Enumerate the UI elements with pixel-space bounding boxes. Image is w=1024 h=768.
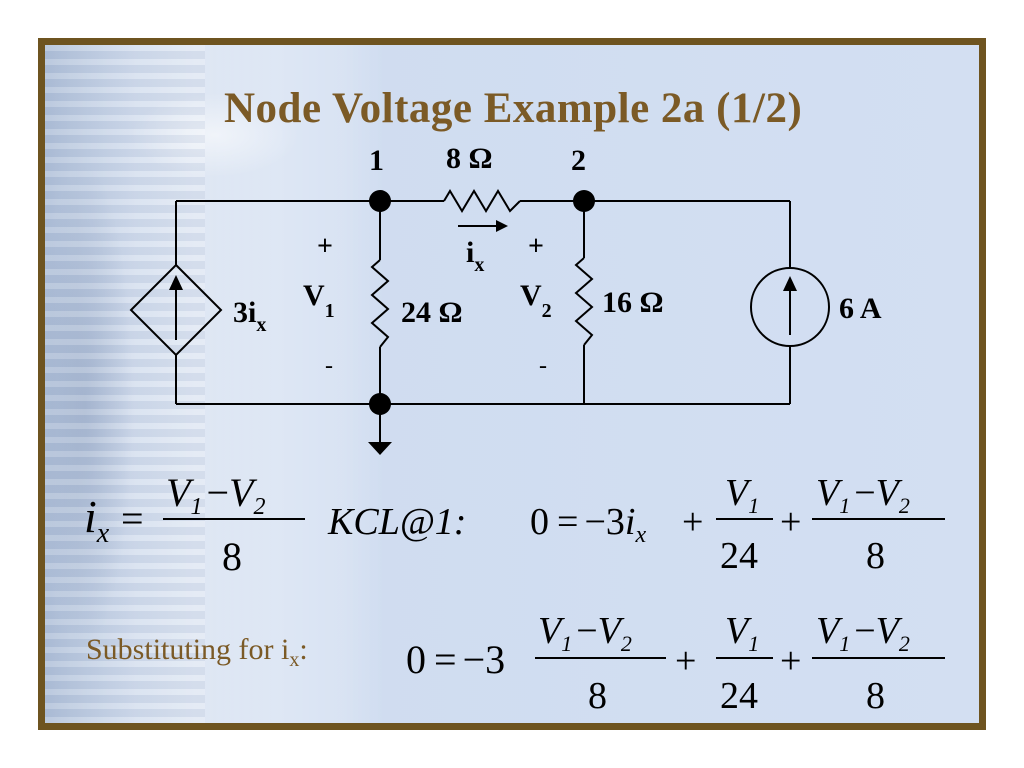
- v1-minus: -: [325, 353, 333, 379]
- v2-minus: -: [539, 353, 547, 379]
- background-column-image: [45, 45, 385, 723]
- node-2-dot: [573, 190, 595, 212]
- background-column-fluting: [45, 45, 205, 723]
- resistor-24ohm: [370, 259, 390, 348]
- kcl-plus-2: +: [780, 501, 801, 543]
- resistor-8ohm: [443, 189, 521, 213]
- resistor-24ohm-label: 24 Ω: [401, 296, 463, 329]
- kcl-zero: 0=−3ix: [530, 501, 646, 548]
- v2-plus: +: [528, 231, 544, 262]
- subst-frac2-num: V1: [725, 610, 759, 656]
- resistor-8ohm-label: 8 Ω: [446, 142, 493, 175]
- subst-frac2-den: 24: [720, 675, 758, 717]
- subst-plus-2: +: [780, 640, 801, 682]
- independent-current-source: [750, 267, 830, 347]
- kcl-plus-1: +: [682, 501, 703, 543]
- resistor-16ohm: [574, 257, 594, 346]
- subst-frac3-den: 8: [866, 675, 885, 717]
- kcl-frac2-num: V1: [725, 472, 759, 518]
- subst-plus-1: +: [675, 640, 696, 682]
- dependent-current-source: [129, 263, 223, 357]
- ix-lhs: ix: [84, 491, 110, 549]
- equation-substituting: Substituting for ix: 0=−3 V1−V2 8 + V1 2…: [86, 610, 945, 717]
- ix-denominator: 8: [222, 534, 242, 579]
- slide-title: Node Voltage Example 2a (1/2): [224, 85, 803, 132]
- subst-frac1-den: 8: [588, 675, 607, 717]
- equation-ix: ix = V1−V2 8: [84, 470, 305, 579]
- kcl-frac2-den: 24: [720, 535, 758, 577]
- equation-kcl: KCL@1: 0=−3ix + V1 24 + V1−V2 8: [327, 472, 945, 577]
- dependent-source-label: 3ix: [233, 296, 266, 336]
- resistor-16ohm-label: 16 Ω: [602, 286, 664, 319]
- v2-label: V2: [520, 279, 552, 322]
- node-1-dot: [369, 190, 391, 212]
- substituting-label: Substituting for ix:: [86, 633, 308, 671]
- ground-node-dot: [369, 393, 391, 415]
- v1-label: V1: [303, 279, 335, 322]
- circuit-wires: [175, 200, 791, 442]
- ix-equals: =: [121, 496, 144, 541]
- slide-frame: [38, 38, 986, 730]
- subst-frac3-num: V1−V2: [816, 610, 910, 656]
- ground-icon: [368, 442, 392, 455]
- ix-numerator: V1−V2: [166, 470, 265, 520]
- arrowhead-up-icon: [783, 276, 797, 291]
- arrowhead-up-icon: [169, 275, 183, 290]
- kcl-prefix: KCL@1:: [327, 501, 466, 543]
- node-2-label: 2: [571, 144, 586, 177]
- subst-frac1-num: V1−V2: [538, 610, 632, 656]
- kcl-frac3-num: V1−V2: [816, 472, 910, 518]
- node-1-label: 1: [369, 144, 384, 177]
- subst-lhs: 0=−3: [406, 637, 505, 682]
- v1-plus: +: [317, 231, 333, 262]
- kcl-frac3-den: 8: [866, 535, 885, 577]
- ix-current-label: ix: [466, 236, 484, 276]
- ix-arrow-icon: [458, 220, 508, 232]
- current-source-label: 6 A: [839, 292, 882, 325]
